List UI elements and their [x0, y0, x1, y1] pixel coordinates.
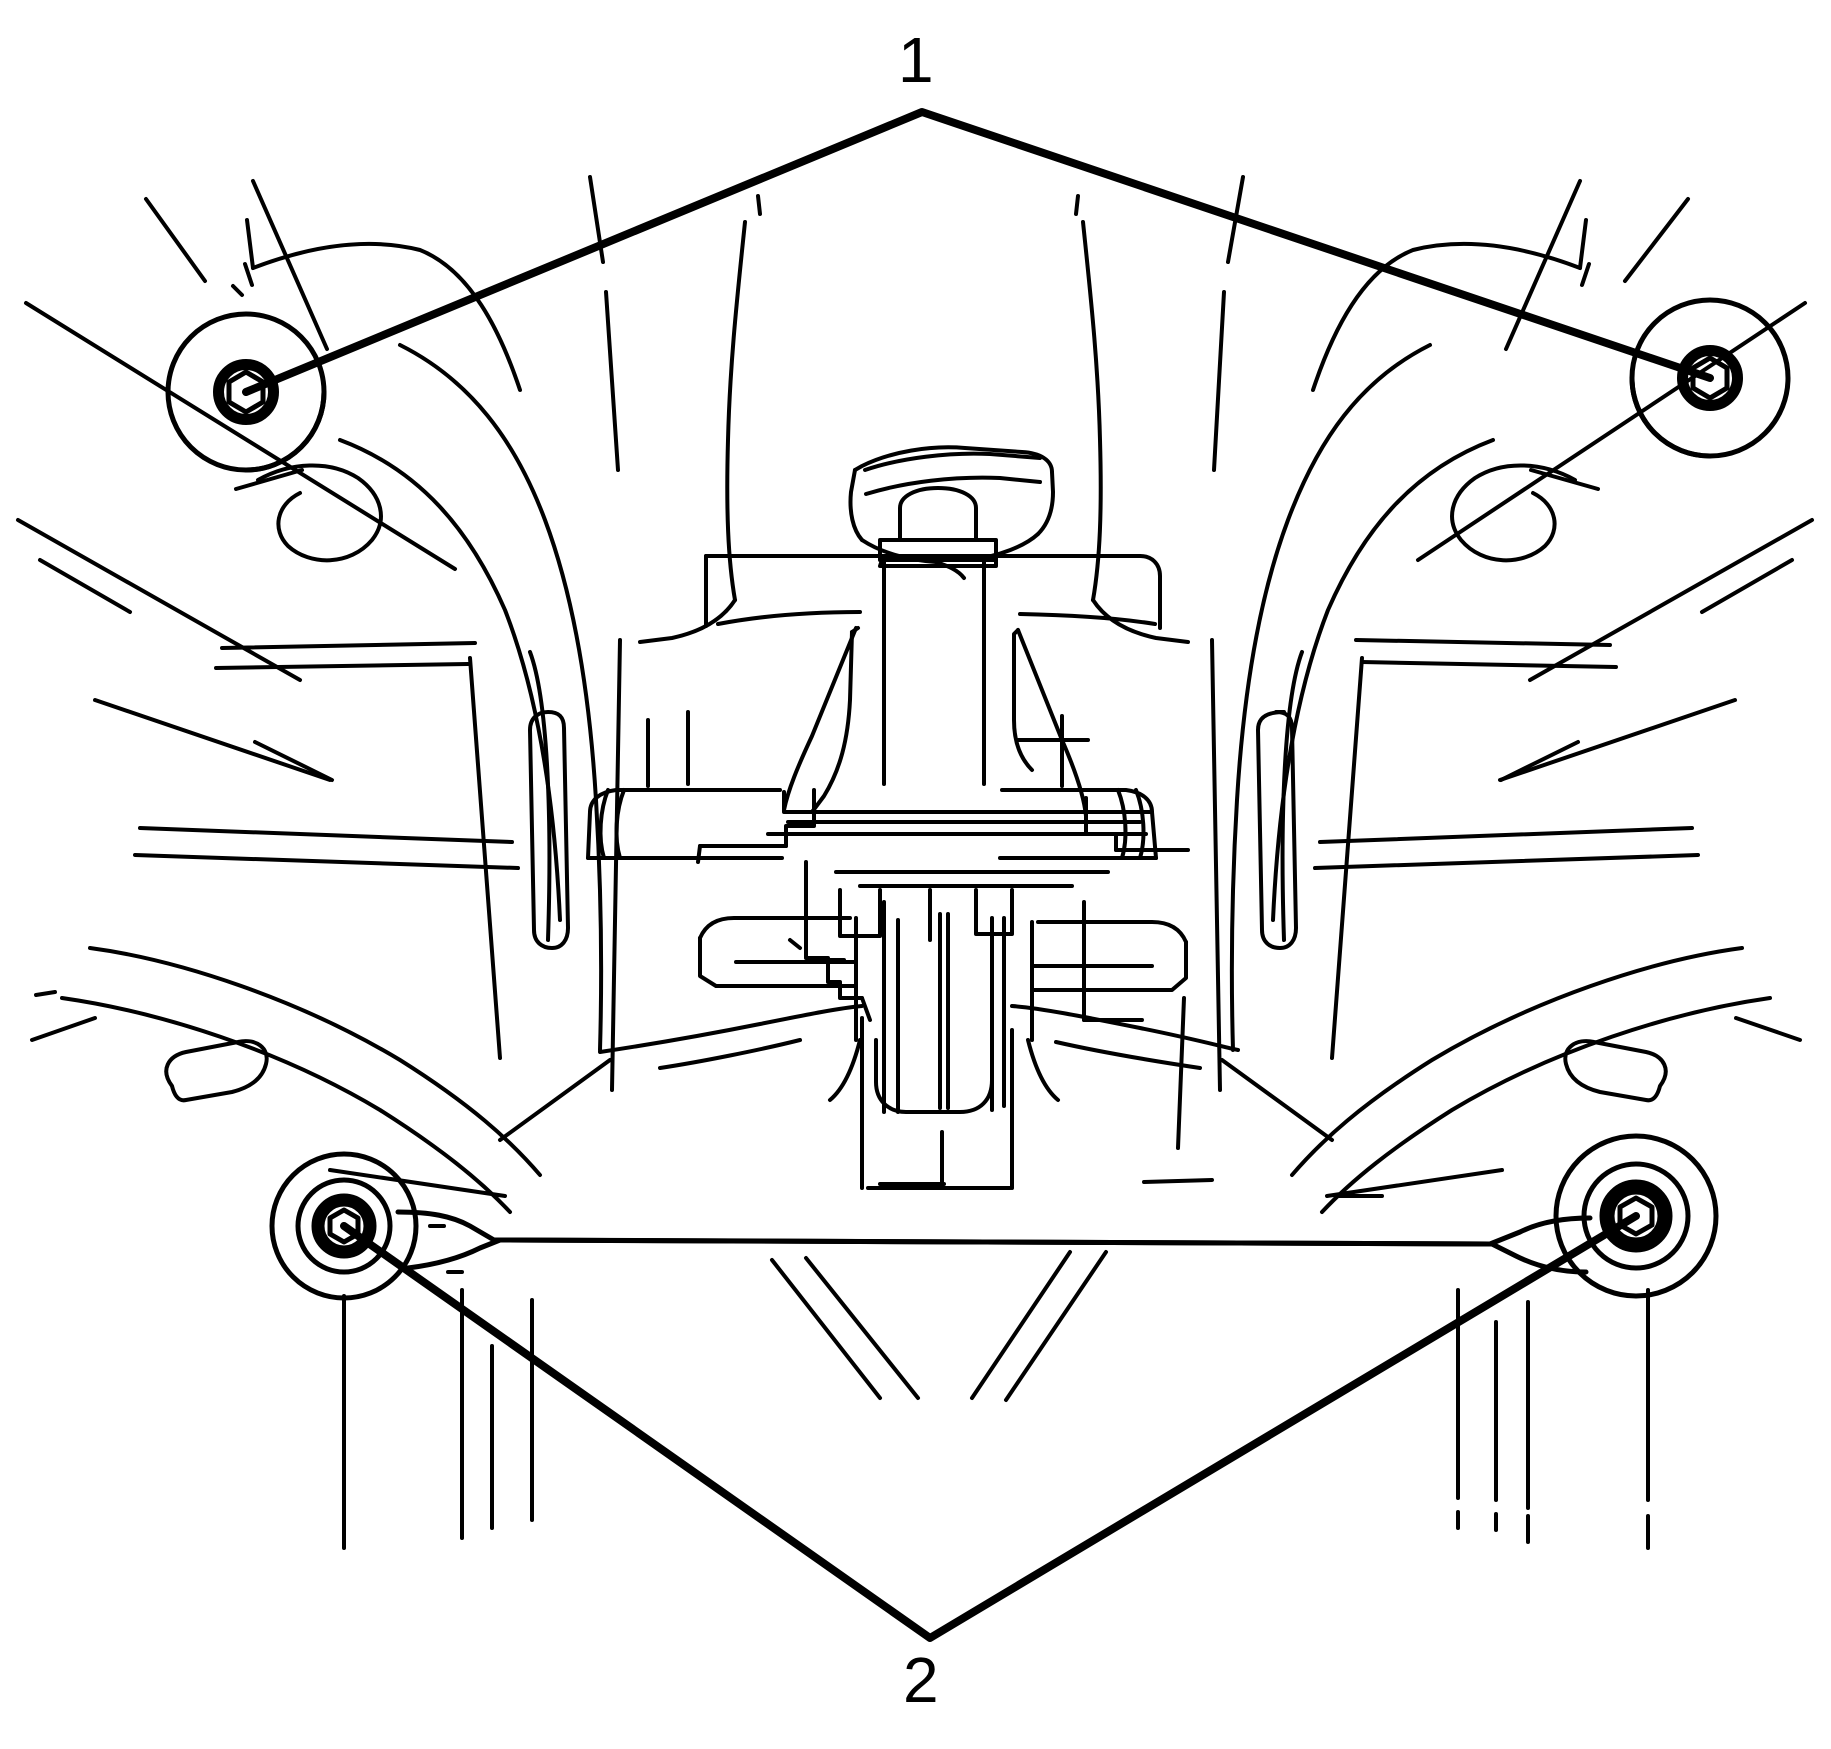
underbody-ribs: [342, 1250, 1650, 1550]
bolt-lower-right[interactable]: [1553, 1133, 1719, 1299]
floor-detail-marks: [428, 1182, 1384, 1274]
tie-bar: [395, 1209, 1593, 1275]
bolt-upper-right[interactable]: [1629, 297, 1791, 459]
callout-1-leader: [242, 108, 1714, 396]
callout-label-2: 2: [903, 1644, 939, 1716]
center-front-panel: [638, 194, 1190, 644]
lower-floor-edge: [598, 1004, 1240, 1070]
steering-gear-assembly: [586, 445, 1190, 1190]
left-body-structure: [16, 175, 622, 1214]
callout-2-leader: [340, 1212, 1640, 1642]
callout-label-1: 1: [898, 24, 934, 96]
bolt-lower-left[interactable]: [269, 1151, 419, 1301]
right-body-structure: [1142, 175, 1814, 1214]
